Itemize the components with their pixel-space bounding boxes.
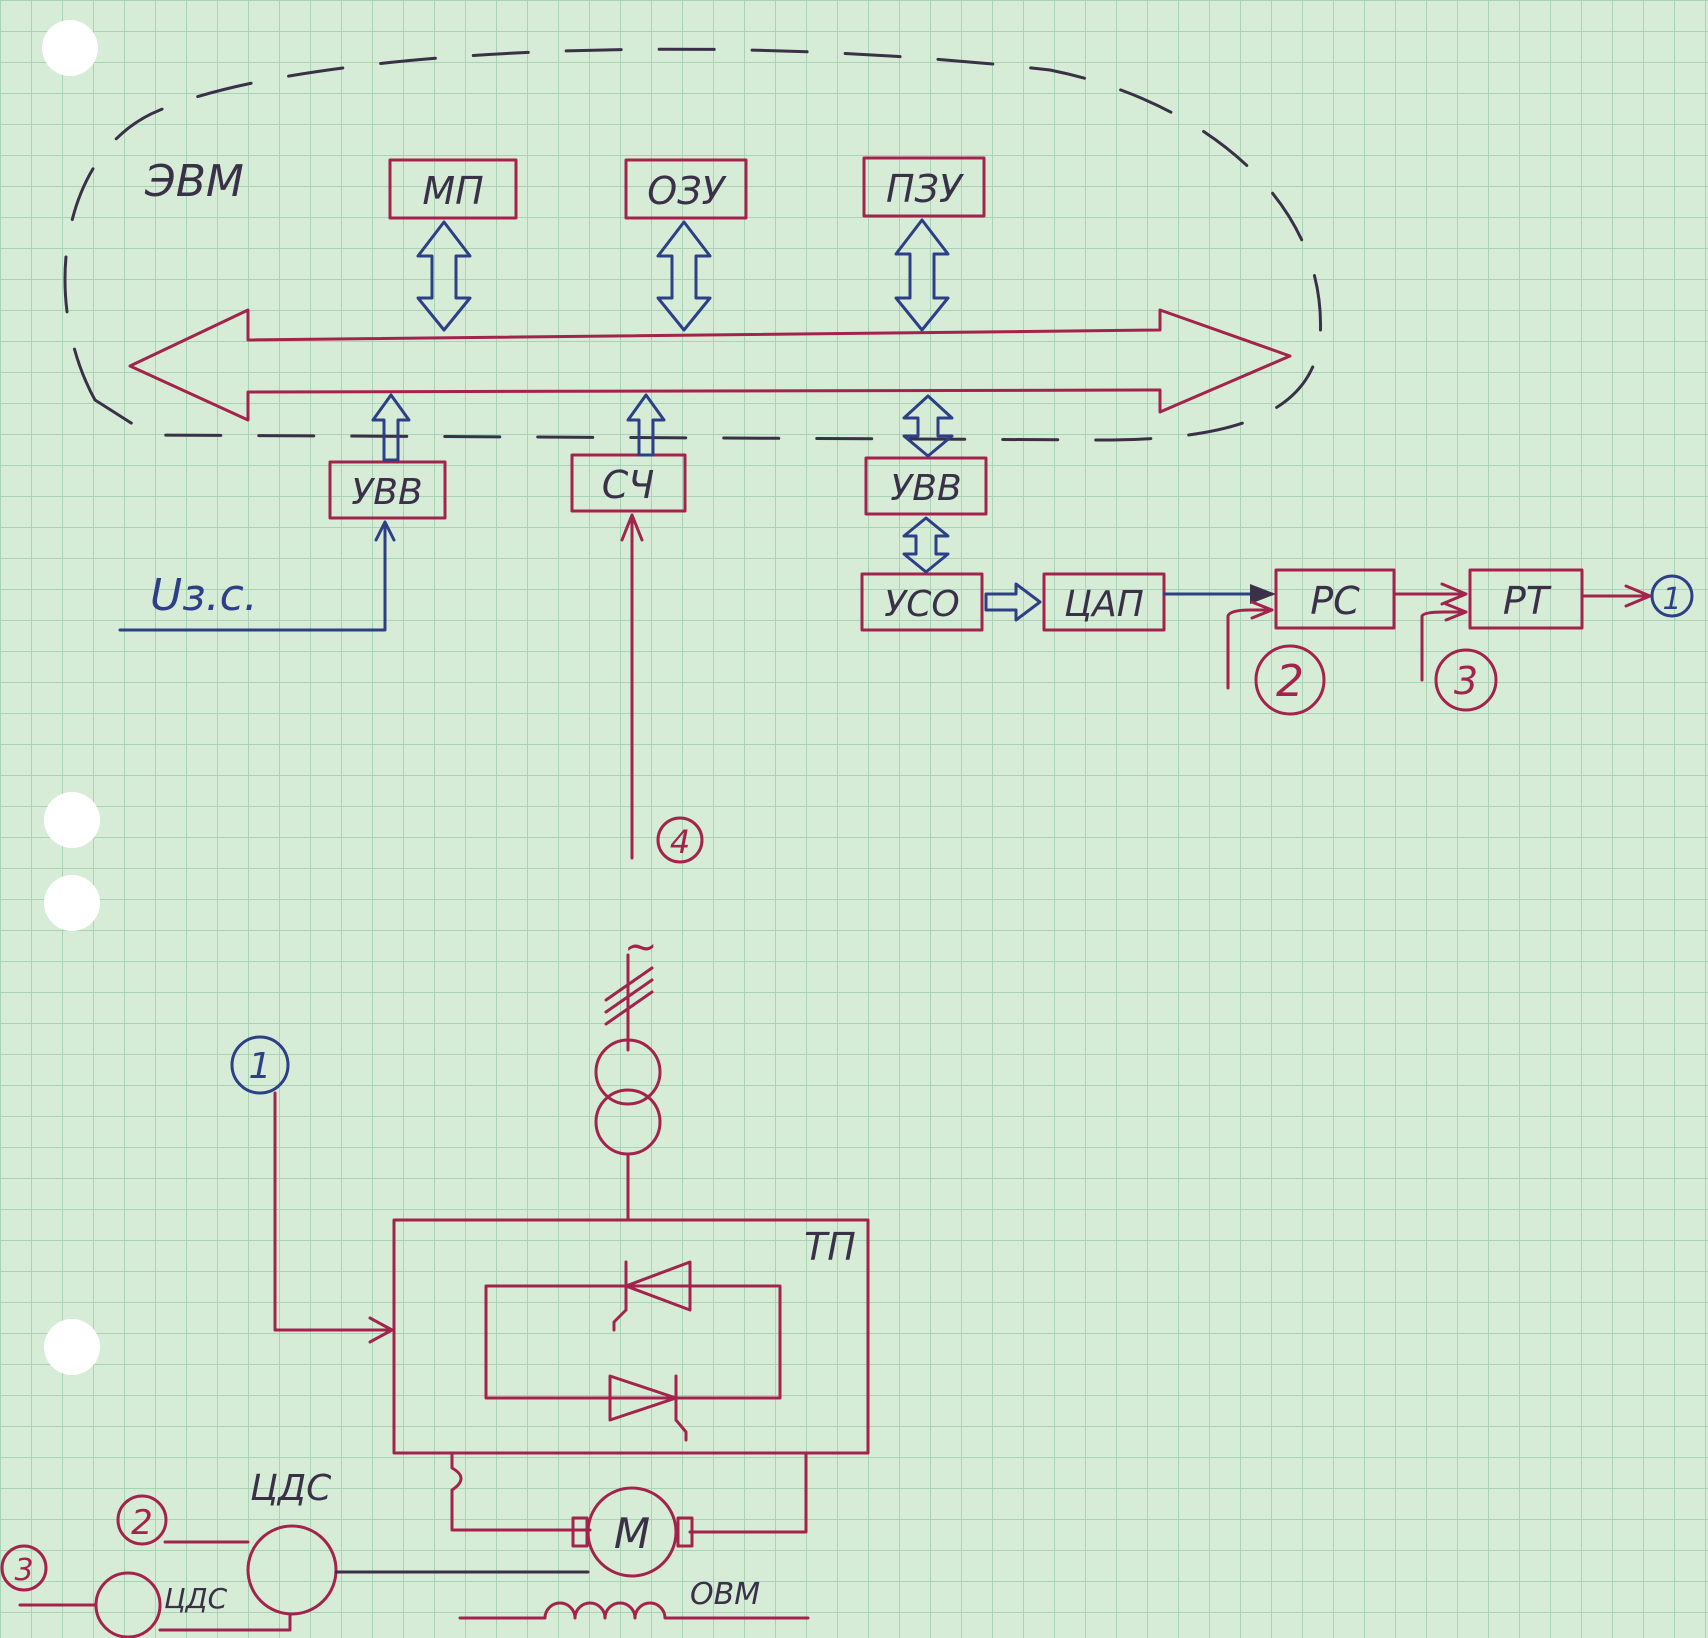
tp-motor-lead-left bbox=[450, 1451, 592, 1532]
connector-1-out bbox=[1650, 574, 1694, 618]
mp-block bbox=[388, 158, 518, 220]
ozu-block bbox=[624, 158, 748, 220]
tsap-block bbox=[1042, 572, 1166, 632]
transformer-primary bbox=[594, 1038, 662, 1106]
ozu-bus-arrow bbox=[656, 220, 712, 332]
tp-label: ТП bbox=[804, 1225, 856, 1269]
ac-source-symbol: ~ bbox=[624, 924, 658, 970]
tsap-rs-arrowhead bbox=[1250, 584, 1276, 604]
system-bus bbox=[128, 308, 1292, 422]
motor bbox=[586, 1486, 678, 1578]
computer-label: ЭВМ bbox=[144, 156, 244, 207]
connector-1-out-label: 1 bbox=[1662, 582, 1681, 617]
mp-bus-arrow bbox=[416, 220, 472, 332]
uvv-right-block bbox=[864, 456, 988, 516]
connector-3-out bbox=[0, 1544, 48, 1592]
ozu-label: ОЗУ bbox=[647, 169, 727, 213]
uvv-right-bus-arrow bbox=[902, 394, 954, 458]
uvv-uso-arrow bbox=[902, 516, 950, 574]
thyristor-top bbox=[612, 1260, 692, 1332]
uvv-left-bus-arrow bbox=[371, 393, 411, 462]
sch-input-line bbox=[620, 513, 644, 860]
tsap-label: ЦАП bbox=[1064, 584, 1144, 625]
uvv-left-block bbox=[328, 460, 447, 520]
pzu-label: ПЗУ bbox=[886, 167, 965, 211]
connector-4-label: 4 bbox=[670, 823, 690, 861]
rs-rt-arrow bbox=[1392, 582, 1468, 606]
rt-feedback-input bbox=[1420, 602, 1468, 682]
sensor-upper bbox=[246, 1524, 338, 1616]
connector-3-in-label: 3 bbox=[1454, 659, 1478, 703]
sensor-lower bbox=[94, 1571, 162, 1638]
field-winding-label: ОВМ bbox=[690, 1577, 760, 1612]
pzu-block bbox=[862, 156, 986, 218]
connector-2-out bbox=[116, 1494, 168, 1546]
uvv-right-label: УВВ bbox=[890, 468, 961, 509]
connector-4 bbox=[656, 816, 704, 864]
setpoint-label: Uз.с. bbox=[150, 570, 258, 621]
motor-brush-right bbox=[676, 1516, 694, 1548]
ac-supply-line bbox=[604, 953, 654, 1052]
connector-2-out-label: 2 bbox=[131, 1503, 153, 1543]
thyristor-bridge bbox=[484, 1284, 782, 1400]
binder-hole bbox=[42, 20, 98, 76]
transformer-secondary bbox=[594, 1088, 662, 1156]
rs-feedback-input bbox=[1226, 600, 1274, 690]
sch-bus-arrow bbox=[626, 393, 666, 457]
connector-2-in bbox=[1254, 644, 1326, 716]
rs-label: РС bbox=[1310, 579, 1360, 623]
mp-label: МП bbox=[422, 169, 483, 213]
motor-brush-left bbox=[571, 1516, 589, 1548]
connector-3-out-label: 3 bbox=[14, 1553, 33, 1588]
motor-label: M bbox=[614, 1509, 650, 1558]
binder-hole bbox=[44, 1319, 100, 1375]
rt-label: РТ bbox=[1503, 579, 1552, 623]
binder-hole bbox=[44, 792, 100, 848]
uvv-left-label: УВВ bbox=[351, 472, 422, 513]
computer-boundary bbox=[63, 47, 1323, 442]
connector-2-in-label: 2 bbox=[1276, 656, 1304, 707]
tp-control-line bbox=[273, 1091, 394, 1344]
rt-block bbox=[1468, 568, 1584, 630]
pzu-bus-arrow bbox=[894, 218, 950, 332]
field-winding bbox=[458, 1601, 810, 1620]
connector-1-in-label: 1 bbox=[249, 1046, 272, 1087]
sensors-link bbox=[158, 1612, 292, 1632]
uso-block bbox=[860, 572, 984, 632]
sch-block bbox=[570, 453, 687, 513]
rt-output-arrow bbox=[1580, 584, 1652, 608]
uso-tsap-arrow bbox=[984, 582, 1042, 622]
sensor-upper-label: ЦДС bbox=[250, 1468, 332, 1509]
connector-3-in bbox=[1434, 648, 1498, 712]
binder-hole bbox=[44, 875, 100, 931]
connector-1-in bbox=[230, 1035, 290, 1095]
sch-label: СЧ bbox=[602, 463, 655, 507]
tp-motor-lead-right bbox=[688, 1451, 808, 1534]
tp-block bbox=[392, 1218, 870, 1455]
setpoint-line bbox=[118, 520, 396, 632]
uso-label: УСО bbox=[884, 584, 959, 625]
sensor-lower-label: ЦДС bbox=[164, 1582, 228, 1615]
thyristor-bottom bbox=[608, 1374, 688, 1442]
rs-block bbox=[1274, 568, 1396, 630]
